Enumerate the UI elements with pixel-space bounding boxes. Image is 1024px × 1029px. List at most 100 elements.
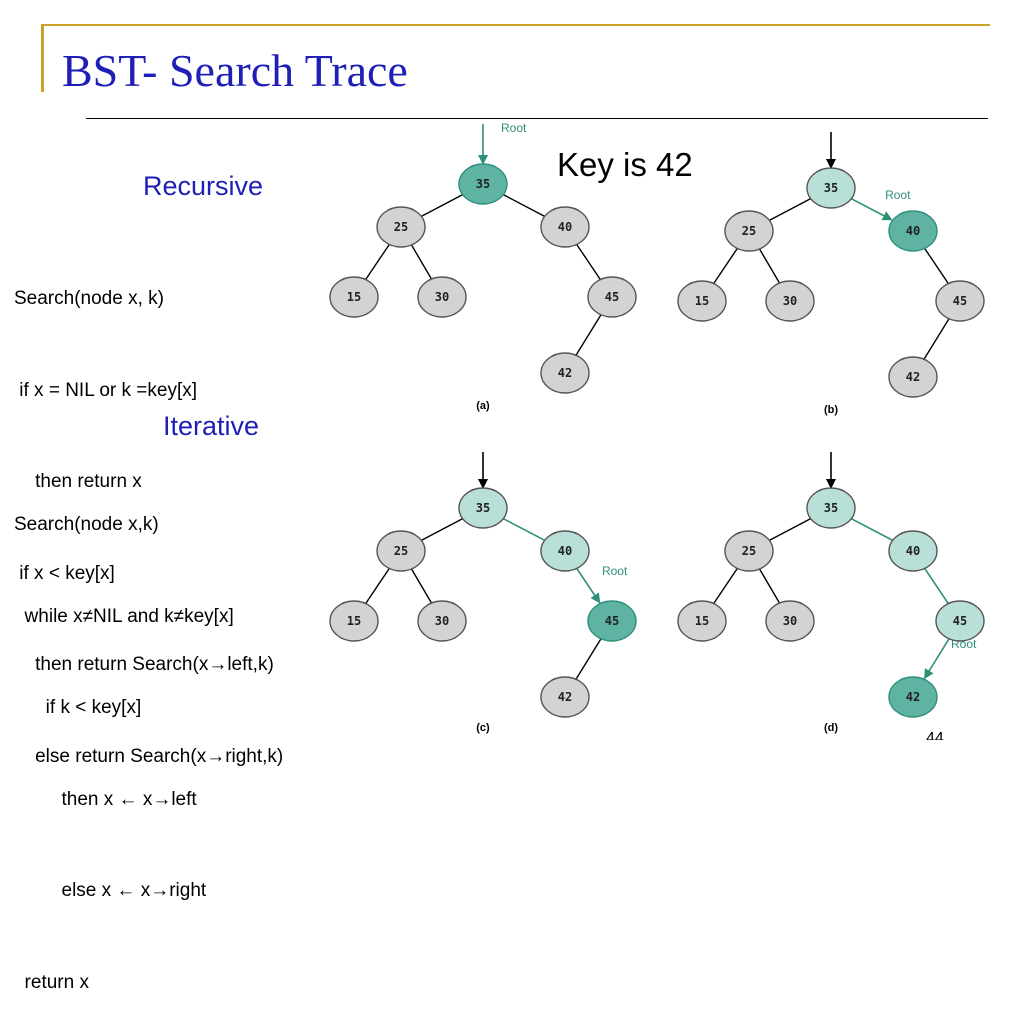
tree-node: 30	[417, 600, 467, 642]
code-line: Search(node x, k)	[14, 288, 164, 309]
node-circle	[458, 487, 508, 529]
tree-node: 35	[806, 487, 856, 529]
tree-edge	[768, 518, 812, 541]
code-line: Search(node x,k)	[14, 514, 159, 535]
tree-edge	[768, 198, 812, 221]
node-key: 30	[783, 294, 797, 308]
node-circle	[376, 206, 426, 248]
node-key: 42	[906, 370, 920, 384]
tree-edge	[758, 568, 781, 604]
panel-caption: (d)	[824, 722, 838, 734]
frame-left-rule	[41, 24, 44, 92]
tree-edge	[575, 314, 602, 356]
tree-node: 40	[888, 210, 938, 252]
root-label: Root	[602, 564, 628, 578]
tree-node: 40	[888, 530, 938, 572]
node-key: 25	[394, 544, 408, 558]
node-key: 15	[695, 614, 709, 628]
page-number: 44	[926, 730, 944, 740]
tree-node: 40	[540, 206, 590, 248]
root-pointer-arrow	[850, 197, 893, 221]
tree-edge	[758, 248, 781, 284]
tree-node: 35	[458, 163, 508, 205]
tree-node: 30	[765, 600, 815, 642]
tree-edge	[575, 638, 602, 680]
tree-edge	[410, 244, 433, 280]
code-line: if x < key[x]	[14, 562, 115, 584]
node-key: 45	[953, 614, 967, 628]
tree-node: 42	[540, 352, 590, 394]
node-circle	[540, 530, 590, 572]
tree-edge	[924, 248, 949, 284]
tree-node: 15	[677, 600, 727, 642]
node-key: 45	[953, 294, 967, 308]
tree-edge	[420, 194, 464, 217]
node-circle	[677, 600, 727, 642]
code-line: if x = NIL or k =key[x]	[14, 379, 198, 401]
node-key: 45	[605, 614, 619, 628]
node-circle	[888, 676, 938, 718]
node-circle	[765, 280, 815, 322]
frame-top-rule	[41, 24, 990, 26]
root-pointer-arrow	[576, 568, 601, 604]
node-key: 30	[435, 290, 449, 304]
node-circle	[724, 530, 774, 572]
node-key: 15	[347, 290, 361, 304]
node-key: 35	[824, 501, 838, 515]
tree-node: 15	[329, 276, 379, 318]
title-underline	[86, 118, 988, 119]
node-circle	[540, 676, 590, 718]
node-circle	[458, 163, 508, 205]
node-circle	[677, 280, 727, 322]
tree-edge	[923, 318, 950, 360]
code-line: return x	[14, 971, 89, 993]
node-key: 35	[824, 181, 838, 195]
tree-node: 42	[540, 676, 590, 718]
node-circle	[540, 352, 590, 394]
node-key: 15	[347, 614, 361, 628]
node-key: 25	[742, 224, 756, 238]
node-key: 40	[906, 544, 920, 558]
tree-node: 15	[677, 280, 727, 322]
node-circle	[587, 600, 637, 642]
tree-node: 25	[376, 530, 426, 572]
tree-node: 25	[724, 530, 774, 572]
node-key: 30	[783, 614, 797, 628]
node-circle	[935, 600, 985, 642]
visited-edge	[850, 517, 894, 542]
tree-node: 45	[935, 600, 985, 642]
tree-node: 45	[935, 280, 985, 322]
tree-node: 45	[587, 276, 637, 318]
tree-edge	[713, 568, 738, 604]
tree-edge	[410, 568, 433, 604]
tree-edge	[576, 244, 601, 280]
node-key: 30	[435, 614, 449, 628]
root-pointer-arrow	[924, 638, 950, 680]
recursive-heading: Recursive	[143, 171, 264, 201]
node-key: 42	[906, 690, 920, 704]
node-circle	[329, 600, 379, 642]
node-key: 25	[394, 220, 408, 234]
root-label: Root	[501, 121, 527, 135]
node-circle	[888, 356, 938, 398]
node-key: 40	[906, 224, 920, 238]
tree-edge	[365, 244, 390, 280]
root-label: Root	[885, 188, 911, 202]
tree-node: 40	[540, 530, 590, 572]
tree-node: 30	[765, 280, 815, 322]
node-key: 40	[558, 544, 572, 558]
tree-node: 25	[376, 206, 426, 248]
tree-node: 42	[888, 676, 938, 718]
node-circle	[587, 276, 637, 318]
node-key: 45	[605, 290, 619, 304]
code-line: then x ← x→left	[14, 788, 197, 810]
node-circle	[806, 487, 856, 529]
slide-title: BST- Search Trace	[62, 45, 408, 96]
code-line: then return x	[14, 471, 142, 492]
tree-node: 45	[587, 600, 637, 642]
node-key: 25	[742, 544, 756, 558]
